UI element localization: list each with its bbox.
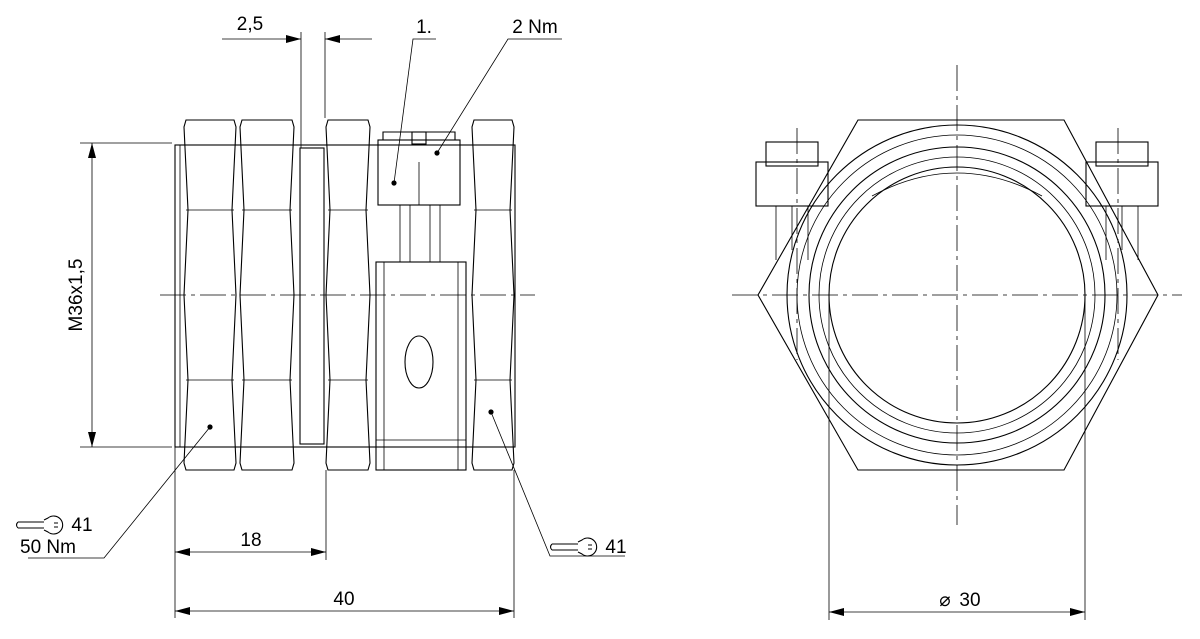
diameter-symbol: ⌀ (939, 590, 950, 611)
right-clamp-bolt (1085, 141, 1159, 260)
gap-dimension-label: 2,5 (237, 14, 263, 35)
hex-nut-1 (183, 119, 237, 471)
dimension-18-label: 18 (240, 530, 261, 551)
wrench-size-right: 41 (605, 537, 626, 558)
side-view (28, 32, 625, 618)
hex-nut-4 (471, 119, 515, 471)
wrench-size-left: 41 (71, 515, 92, 536)
front-view (732, 65, 1182, 620)
step-label: 1. (416, 17, 432, 38)
wrench-icon (549, 537, 598, 557)
wrench-icon (15, 515, 64, 535)
diameter-label: 30 (959, 590, 980, 611)
nut-torque-label: 50 Nm (20, 537, 76, 558)
hex-nut-3 (325, 119, 371, 471)
screw-torque-label: 2 Nm (512, 17, 557, 38)
threaded-body (174, 144, 516, 448)
clamp-block (375, 131, 467, 471)
clamp-slot (404, 335, 434, 389)
dimension-40-label: 40 (333, 589, 354, 610)
hex-nut-2 (239, 119, 295, 471)
thread-label: M36x1,5 (66, 259, 87, 332)
left-clamp-bolt (755, 141, 829, 260)
thread-gap (299, 147, 325, 445)
